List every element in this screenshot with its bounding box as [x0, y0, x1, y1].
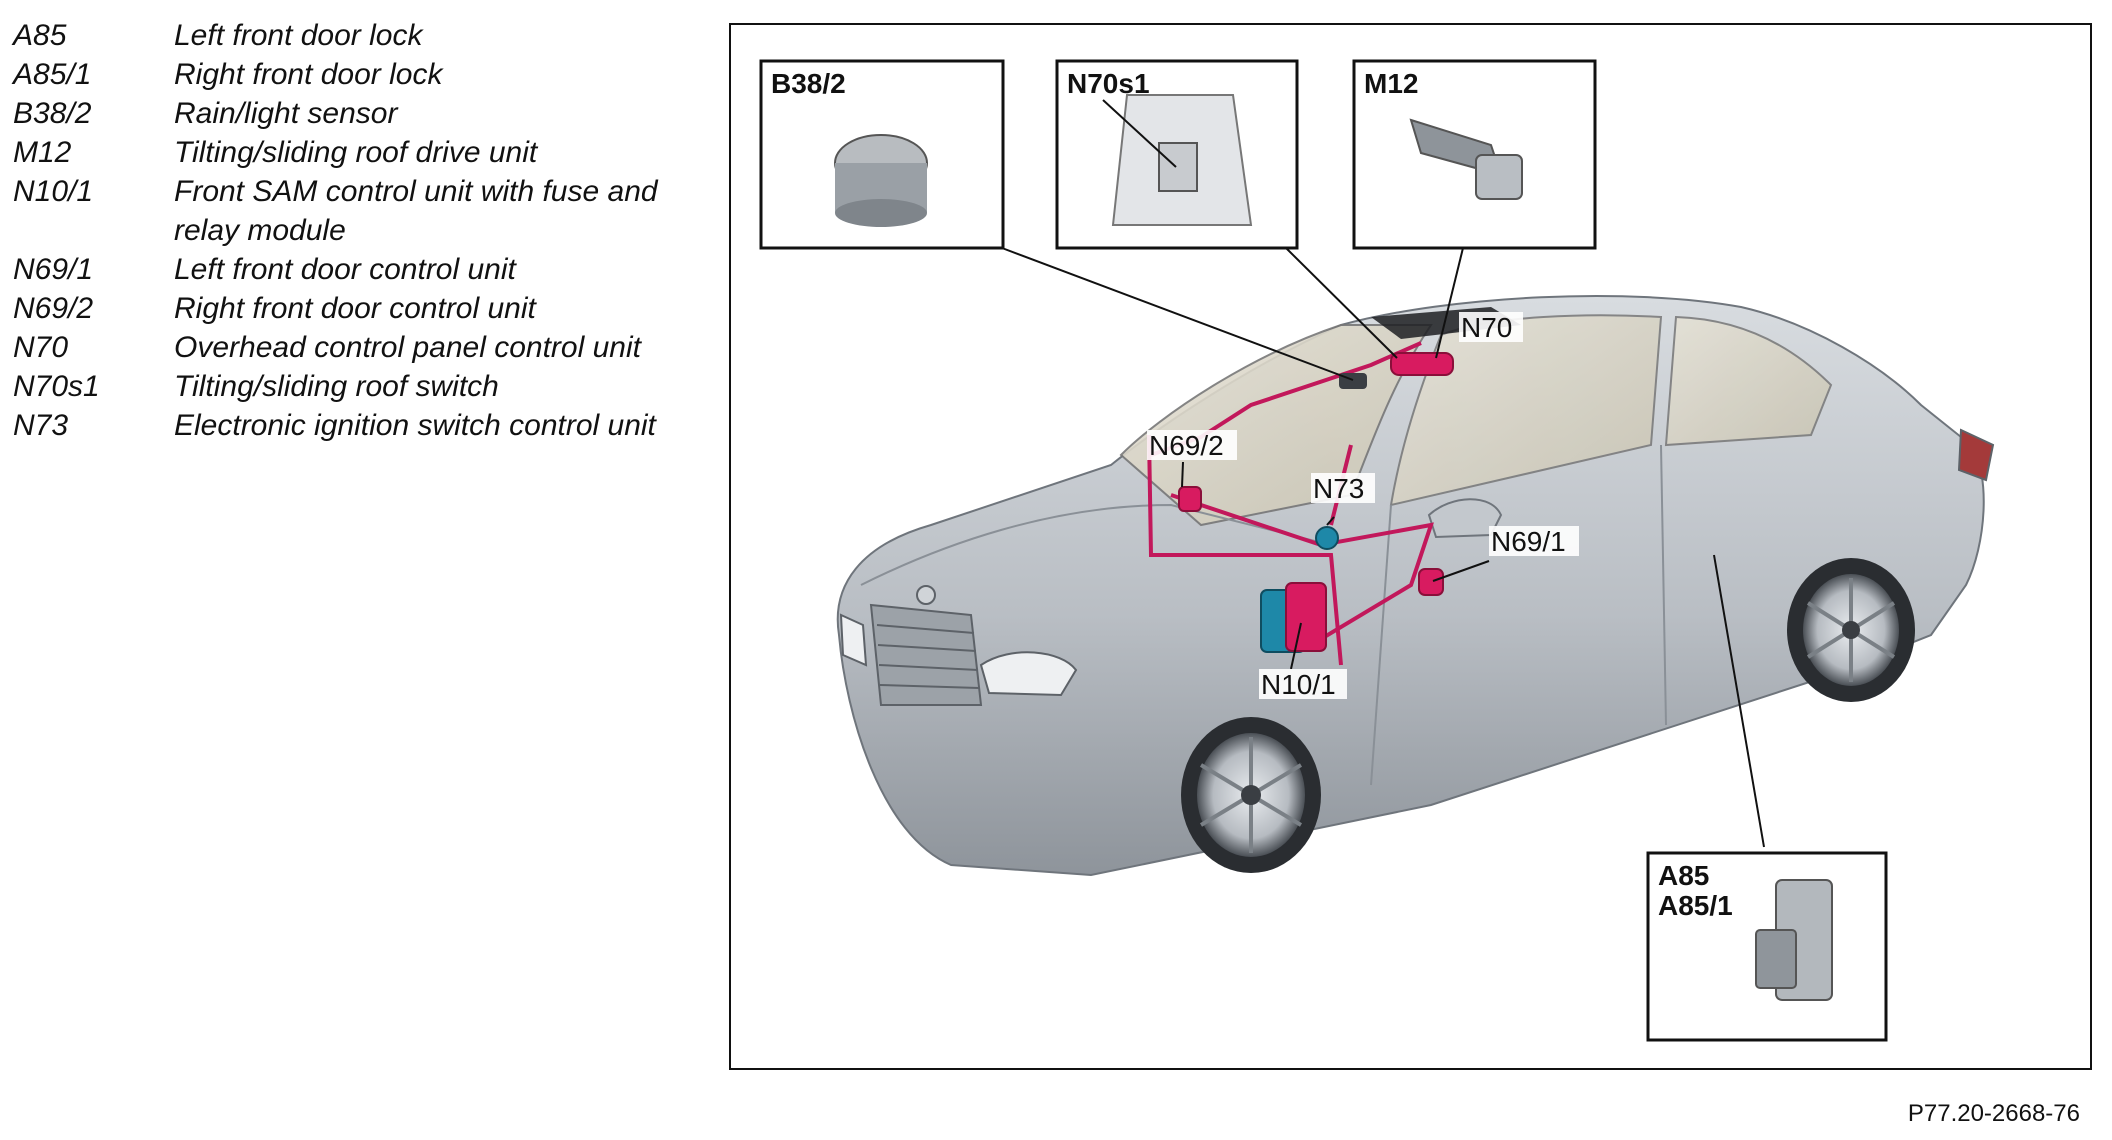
legend-row: N10/1 Front SAM control unit with fuse a… [13, 172, 673, 250]
callout-n69-1-text: N69/1 [1491, 526, 1566, 557]
callout-n69-2-text: N69/2 [1149, 430, 1224, 461]
component-legend: A85 Left front door lock A85/1 Right fro… [13, 16, 673, 445]
label-m12: M12 [1364, 68, 1418, 99]
n70-component [1390, 352, 1454, 376]
callout-n69-1: N69/1 [1489, 526, 1579, 557]
label-a85-1: A85/1 [1658, 890, 1733, 921]
callout-n69-2: N69/2 [1147, 430, 1237, 461]
label-n70s1: N70s1 [1067, 68, 1150, 99]
legend-code: A85/1 [13, 58, 92, 91]
label-b38-2: B38/2 [771, 68, 846, 99]
legend-row: N70 Overhead control panel control unit [13, 328, 673, 367]
callout-n73: N73 [1311, 473, 1375, 504]
legend-description: Electronic ignition switch control unit [174, 409, 656, 442]
legend-code: N73 [13, 409, 69, 442]
legend-row: M12 Tilting/sliding roof drive unit [13, 133, 673, 172]
legend-code: N70s1 [13, 370, 100, 403]
legend-description: Front SAM control unit with fuse and rel… [174, 175, 658, 247]
legend-description: Right front door lock [174, 58, 443, 91]
callout-n73-text: N73 [1313, 473, 1364, 504]
front-wheel [1181, 717, 1321, 873]
callout-n10-1-text: N10/1 [1261, 669, 1336, 700]
legend-description: Tilting/sliding roof drive unit [174, 136, 538, 169]
legend-code: N69/2 [13, 292, 94, 325]
legend-description: Left front door control unit [174, 253, 516, 286]
inset-b38-2 [759, 59, 1005, 250]
callout-n70: N70 [1459, 312, 1523, 343]
legend-code: B38/2 [13, 97, 92, 130]
legend-description: Tilting/sliding roof switch [174, 370, 499, 403]
rear-wheel [1787, 558, 1915, 702]
legend-code: A85 [13, 19, 67, 52]
car-illustration: B38/2 N70s1 M12 A85 A85/1 N70 N69/2 N73 … [759, 59, 1995, 1042]
label-a85: A85 [1658, 860, 1709, 891]
n69-2-component [1178, 486, 1202, 512]
legend-code: N69/1 [13, 253, 94, 286]
legend-description: Left front door lock [174, 19, 423, 52]
inset-a85 [1646, 851, 1888, 1042]
legend-row: A85/1 Right front door lock [13, 55, 673, 94]
inset-m12 [1352, 59, 1597, 250]
legend-description: Overhead control panel control unit [174, 331, 641, 364]
legend-code: N10/1 [13, 175, 94, 208]
leader-lines [1001, 247, 1765, 848]
front-grille [869, 585, 983, 706]
legend-row: N69/1 Left front door control unit [13, 250, 673, 289]
legend-code: N70 [13, 331, 69, 364]
callout-n70-text: N70 [1461, 312, 1512, 343]
n73-component [1315, 526, 1339, 550]
legend-row: N69/2 Right front door control unit [13, 289, 673, 328]
figure-reference-code: P77.20-2668-76 [1907, 1100, 2080, 1127]
n69-1-component [1418, 568, 1444, 596]
vehicle-component-figure: B38/2 N70s1 M12 A85 A85/1 N70 N69/2 N73 … [729, 23, 2092, 1070]
inset-n70s1 [1055, 59, 1299, 250]
legend-description: Rain/light sensor [174, 97, 398, 130]
legend-row: N70s1 Tilting/sliding roof switch [13, 367, 673, 406]
legend-row: A85 Left front door lock [13, 16, 673, 55]
legend-description: Right front door control unit [174, 292, 536, 325]
callout-n10-1: N10/1 [1259, 669, 1347, 700]
n10-1-component [1260, 582, 1327, 653]
legend-row: N73 Electronic ignition switch control u… [13, 406, 673, 445]
legend-row: B38/2 Rain/light sensor [13, 94, 673, 133]
legend-code: M12 [13, 136, 72, 169]
